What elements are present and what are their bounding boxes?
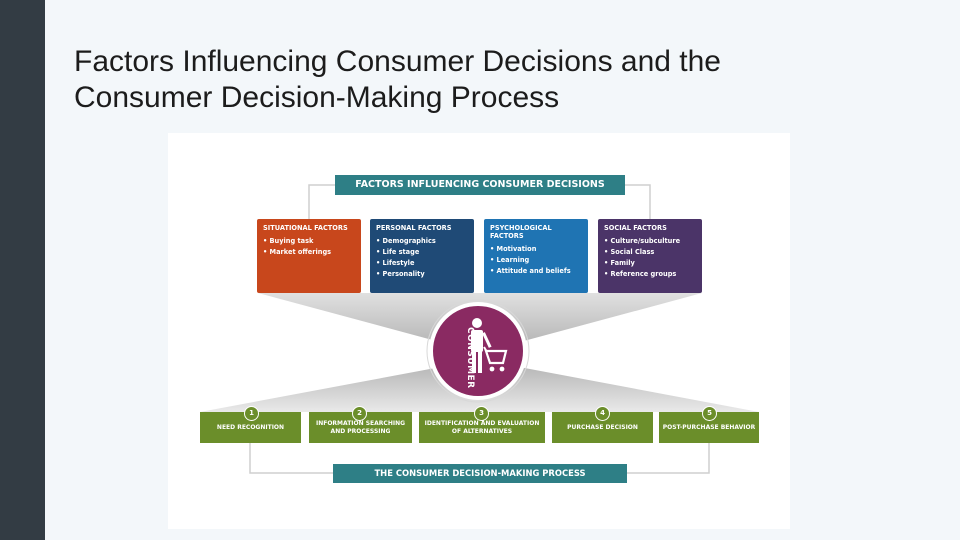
slide-title-line2: Consumer Decision-Making Process — [74, 81, 560, 114]
consumer-label: CONSUMER — [465, 327, 475, 389]
shopper-with-cart-icon — [471, 318, 508, 373]
factor-item: • Market offerings — [263, 248, 332, 256]
factor-item: • Motivation — [490, 245, 537, 253]
factor-item: • Buying task — [263, 237, 314, 245]
consumer-decision-diagram: FACTORS INFLUENCING CONSUMER DECISIONS S… — [168, 133, 790, 529]
factor-heading: SOCIAL FACTORS — [604, 224, 667, 232]
slide-sidebar — [0, 0, 45, 540]
factor-item: • Personality — [376, 270, 425, 278]
step-number-badge: 3 — [474, 406, 489, 421]
factors-banner: FACTORS INFLUENCING CONSUMER DECISIONS — [335, 175, 625, 195]
factor-heading: PERSONAL FACTORS — [376, 224, 452, 232]
factor-item: • Learning — [490, 256, 530, 264]
factor-item: • Family — [604, 259, 635, 267]
bottom-bracket-line — [249, 443, 710, 474]
factor-item: • Attitude and beliefs — [490, 267, 571, 275]
process-banner: THE CONSUMER DECISION-MAKING PROCESS — [333, 464, 627, 483]
factor-item: • Social Class — [604, 248, 655, 256]
step-number-badge: 5 — [702, 406, 717, 421]
factor-item: • Culture/subculture — [604, 237, 681, 245]
factor-heading: PSYCHOLOGICAL FACTORS — [490, 224, 552, 240]
factor-item: • Lifestyle — [376, 259, 415, 267]
slide-title: Factors Influencing Consumer Decisions a… — [74, 44, 834, 116]
factor-item: • Demographics — [376, 237, 436, 245]
factor-item: • Reference groups — [604, 270, 677, 278]
top-bracket-line — [308, 184, 651, 219]
social-factors-box: SOCIAL FACTORS • Culture/subculture • So… — [598, 219, 702, 293]
slide-title-line1: Factors Influencing Consumer Decisions a… — [74, 45, 721, 78]
factor-heading: SITUATIONAL FACTORS — [263, 224, 348, 232]
personal-factors-box: PERSONAL FACTORS • Demographics • Life s… — [370, 219, 474, 293]
step-number-badge: 1 — [244, 406, 259, 421]
step-number-badge: 4 — [595, 406, 610, 421]
factor-item: • Life stage — [376, 248, 420, 256]
step-number-badge: 2 — [352, 406, 367, 421]
diagram-graphics — [200, 184, 759, 474]
psychological-factors-box: PSYCHOLOGICAL FACTORS • Motivation • Lea… — [484, 219, 588, 293]
situational-factors-box: SITUATIONAL FACTORS • Buying task • Mark… — [257, 219, 361, 293]
